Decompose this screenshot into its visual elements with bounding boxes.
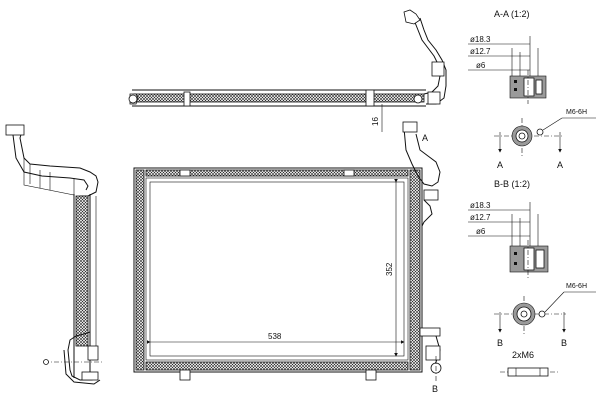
mount-foot-left <box>179 369 191 381</box>
bb-dia-127: ø12.7 <box>470 213 491 222</box>
section-aa: A-A (1:2) ø18.3 ø12.7 ø6 M6-6H A A <box>468 9 596 170</box>
dim-height-label: 352 <box>385 262 394 276</box>
aa-arrow-right: A <box>557 160 563 170</box>
core-frame <box>133 167 423 373</box>
section-bb: B-B (1:2) ø18.3 ø12.7 ø6 M6-6H B B 2xM6 <box>468 179 596 377</box>
bb-dia-183: ø18.3 <box>470 201 491 210</box>
aa-dia-127: ø12.7 <box>470 47 491 56</box>
section-bb-title: B-B (1:2) <box>494 179 530 189</box>
front-view: 538 352 A B <box>133 121 442 394</box>
section-aa-title: A-A (1:2) <box>494 9 530 19</box>
bb-arrow-right: B <box>561 338 567 348</box>
right-tank <box>409 169 421 371</box>
aa-thread-label: M6-6H <box>566 109 587 116</box>
bb-thread-label: M6-6H <box>566 283 587 290</box>
top-core-strip <box>133 93 425 103</box>
aa-dia-6: ø6 <box>476 61 486 70</box>
aa-dia-183: ø18.3 <box>470 35 491 44</box>
mount-foot-right <box>365 369 377 381</box>
dim-side-label: 16 <box>371 117 380 126</box>
left-side-view <box>5 124 104 385</box>
top-view: 16 <box>128 9 447 132</box>
top-rail <box>145 169 409 177</box>
left-pipe-fitting <box>5 124 25 136</box>
left-tank <box>135 169 145 371</box>
view-b-tag: B <box>432 384 438 394</box>
view-a-tag: A <box>422 133 428 143</box>
bb-dia-6: ø6 <box>476 227 486 236</box>
aa-arrow-left: A <box>497 160 503 170</box>
pipe-fitting-a <box>402 121 418 133</box>
bottom-rail <box>145 361 409 371</box>
dim-width-label: 538 <box>268 332 282 341</box>
left-core-strip <box>75 195 89 347</box>
bolt-symbol <box>507 367 549 377</box>
bolt-note: 2xM6 <box>512 350 534 360</box>
bb-arrow-left: B <box>497 338 503 348</box>
